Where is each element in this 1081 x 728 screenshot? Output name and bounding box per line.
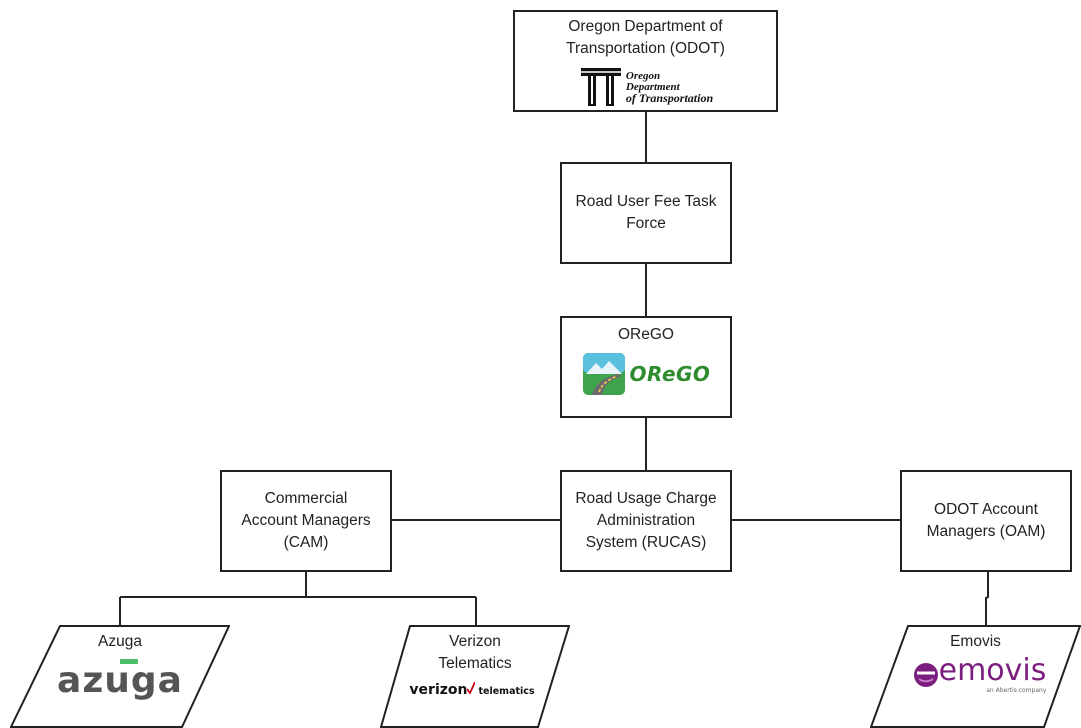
task-force-node: Road User Fee Task Force (560, 162, 732, 264)
emovis-tagline: an Abertis company (986, 687, 1047, 694)
emovis-swirl-icon (913, 662, 938, 687)
orego-wordmark: OReGO (629, 362, 711, 386)
road-landscape-icon (582, 353, 625, 395)
azuga-node: Azuga azuga (10, 625, 230, 728)
verizon-wordmark: verizon (409, 682, 468, 698)
azuga-wordmark: azuga (57, 660, 183, 701)
check-mark-icon (467, 682, 476, 694)
connector-oam-emovis (985, 572, 989, 625)
task-force-label: Road User Fee Task Force (575, 193, 717, 232)
odot-logo-line-1: Oregon (625, 69, 661, 82)
orego-node: OReGO OReGO (560, 316, 732, 418)
orego-logo: OReGO (582, 352, 711, 396)
verizon-label: Verizon Telematics (438, 633, 512, 672)
cam-node: Commercial Account Managers (CAM) (220, 470, 392, 572)
oam-label: ODOT Account Managers (OAM) (926, 501, 1046, 540)
oam-node: ODOT Account Managers (OAM) (900, 470, 1072, 572)
verizon-suffix: telematics (478, 686, 535, 697)
odot-emblem-icon (580, 68, 621, 106)
odot-label: Oregon Department of Transportation (ODO… (566, 18, 725, 57)
emovis-label: Emovis (950, 633, 1001, 650)
odot-logo: Oregon Department of Transportation (578, 64, 713, 110)
odot-node: Oregon Department of Transportation (ODO… (513, 10, 778, 112)
emovis-shape (870, 625, 1081, 728)
odot-logo-line-2: Department (625, 80, 680, 93)
rucas-node: Road Usage Charge Administration System … (560, 470, 732, 572)
verizon-node: Verizon Telematics verizon telematics (380, 625, 570, 728)
verizon-shape (380, 625, 570, 728)
emovis-logo: emovis an Abertis company (913, 653, 1047, 694)
cam-label: Commercial Account Managers (CAM) (241, 490, 371, 551)
azuga-logo: azuga (57, 659, 183, 701)
odot-logo-line-3: of Transportation (625, 90, 714, 105)
rucas-label: Road Usage Charge Administration System … (575, 490, 717, 551)
emovis-node: Emovis emovis an Abertis company (870, 625, 1081, 728)
azuga-label: Azuga (98, 633, 142, 650)
azuga-shape (10, 625, 230, 728)
azuga-accent-bar (120, 659, 139, 664)
orego-label: OReGO (618, 326, 674, 343)
emovis-wordmark: emovis (938, 653, 1047, 688)
verizon-logo: verizon telematics (409, 679, 535, 703)
connector-cam-vendors (119, 572, 477, 625)
